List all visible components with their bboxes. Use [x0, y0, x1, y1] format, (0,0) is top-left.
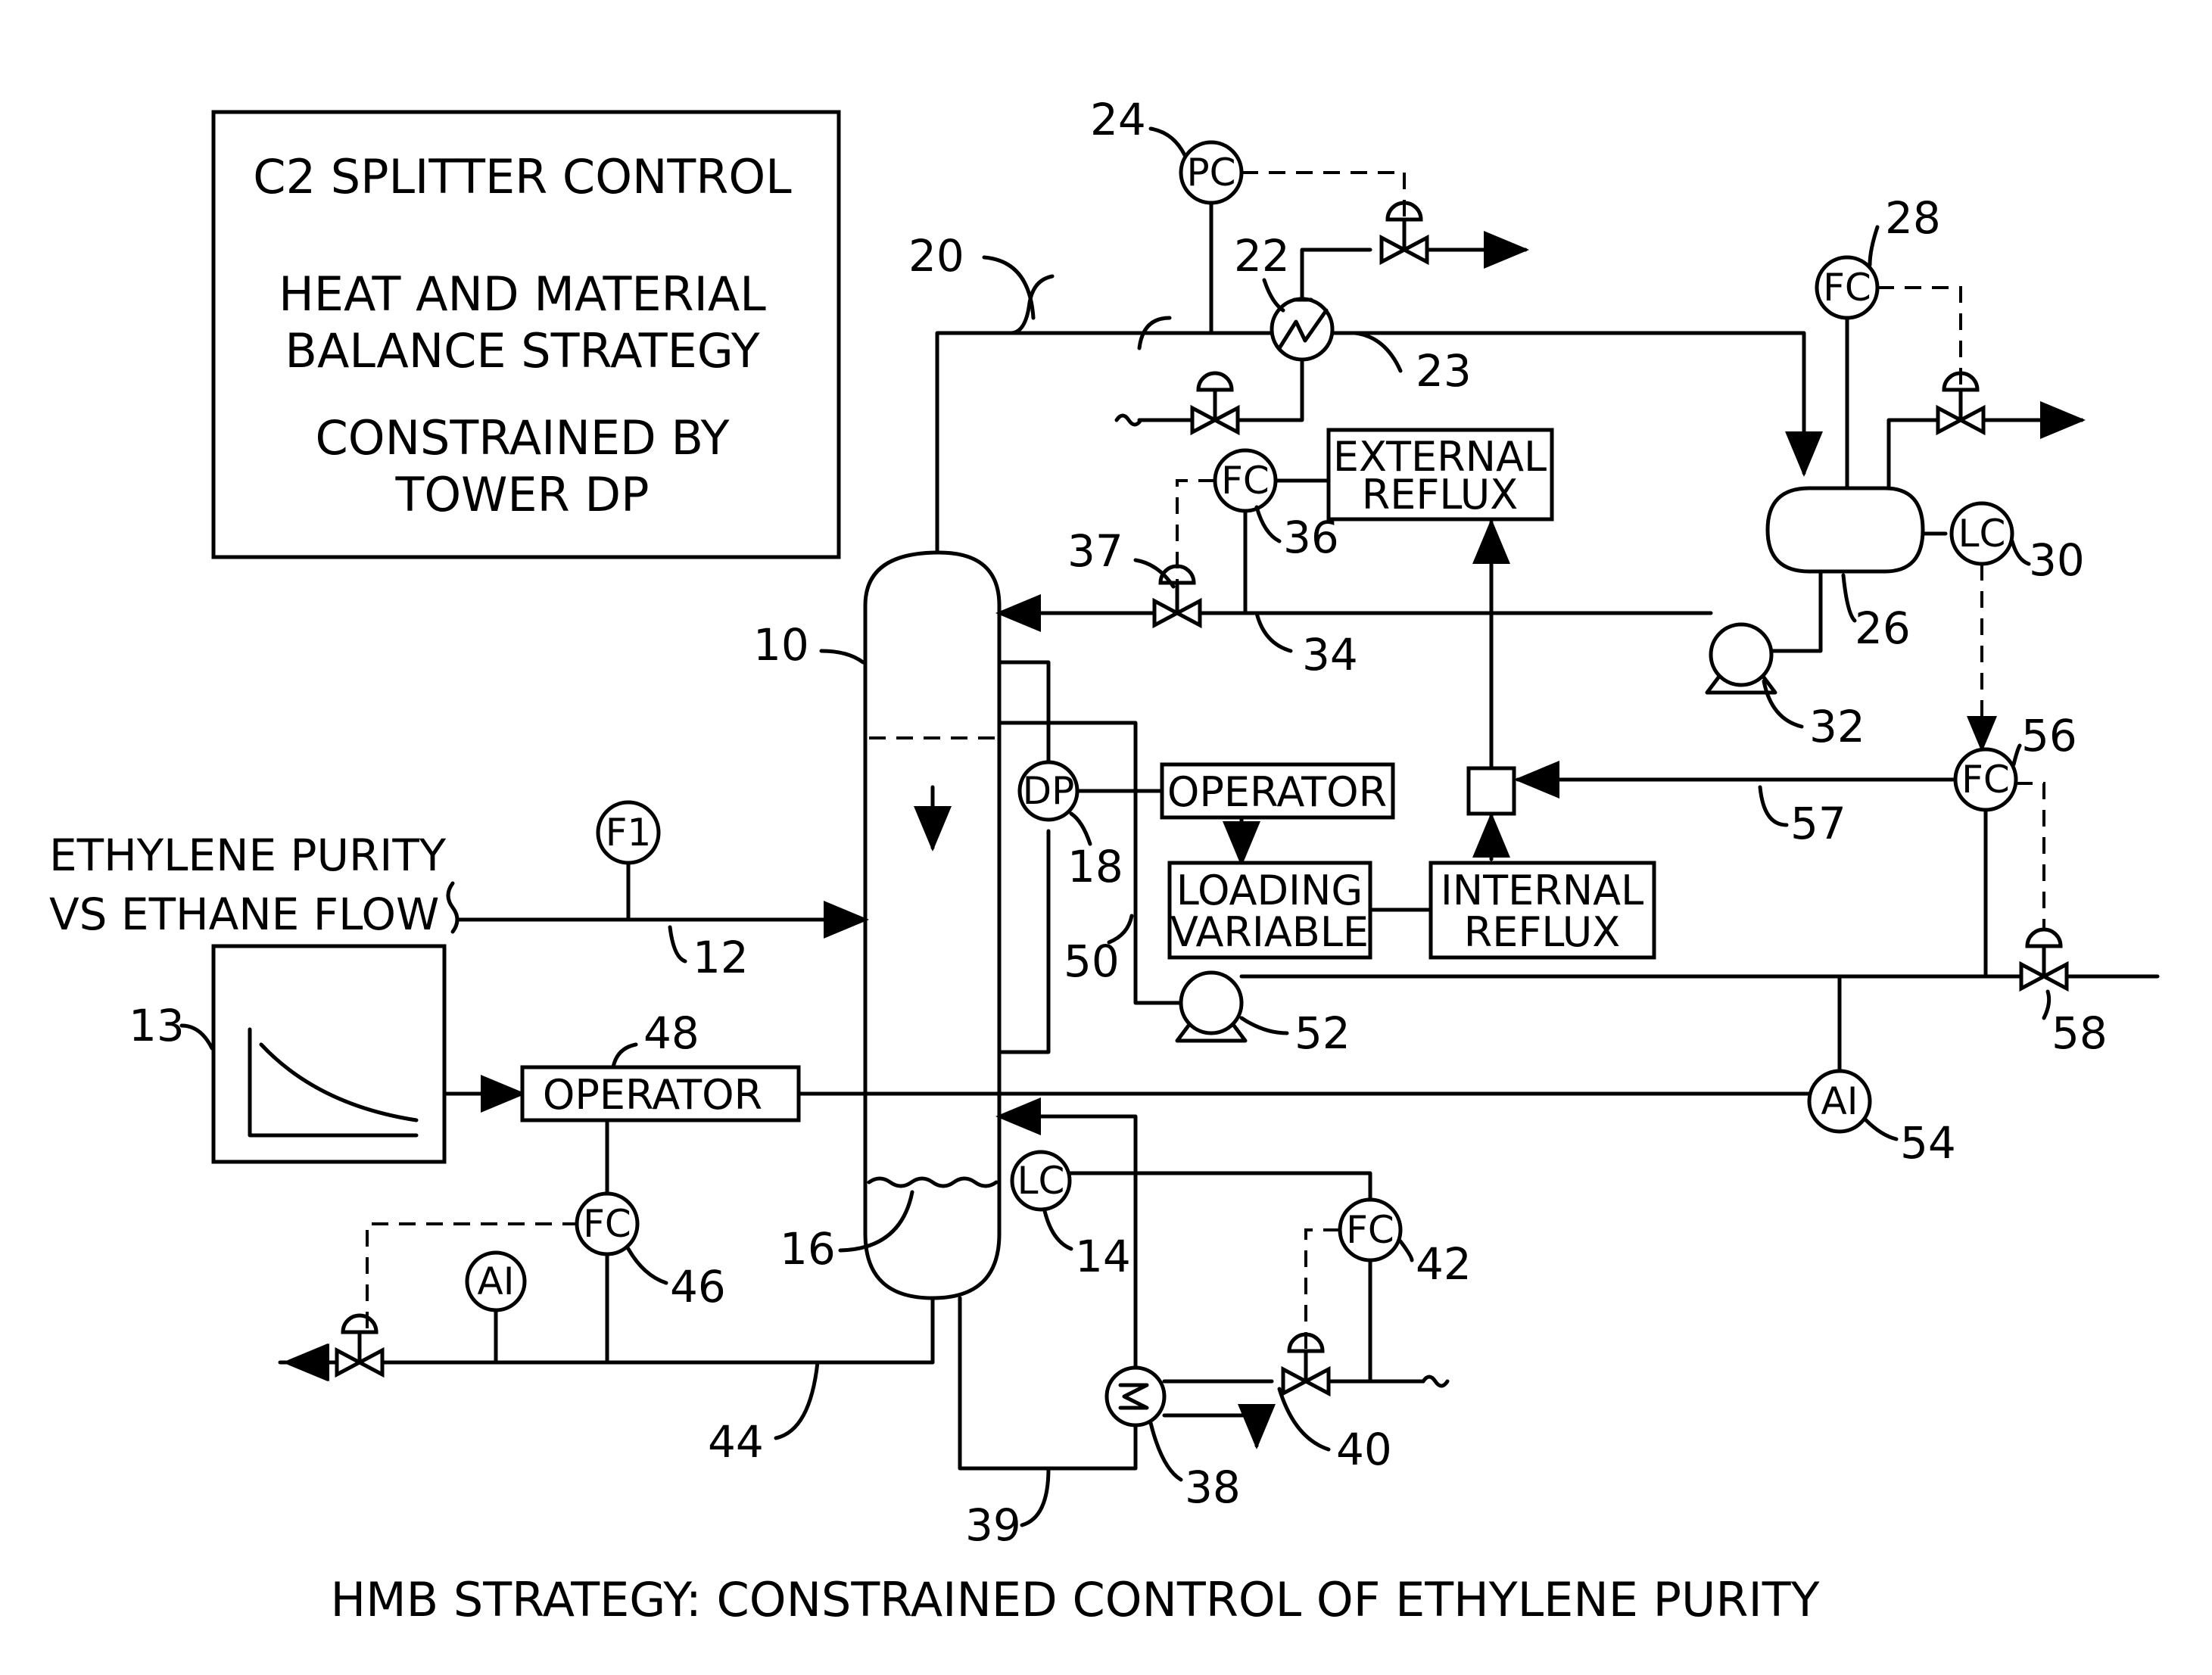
ref-48: 48 [643, 1007, 699, 1059]
ai-left-label: AI [478, 1259, 515, 1303]
pc-24: PC [1181, 142, 1242, 203]
ref-26: 26 [1855, 602, 1911, 654]
fc-56-label: FC [1961, 758, 2010, 802]
chart-label-line-1: ETHYLENE PURITY [49, 830, 447, 881]
title-line-4: CONSTRAINED BY [316, 410, 730, 465]
internal-reflux-line-1: INTERNAL [1441, 867, 1643, 914]
ref-23: 23 [1416, 345, 1472, 397]
ref-36: 36 [1283, 512, 1339, 563]
operator-block-top: OPERATOR [1162, 764, 1393, 817]
lc-14-label: LC [1017, 1159, 1065, 1203]
lc-14: LC [1012, 1152, 1070, 1210]
title-line-2: HEAT AND MATERIAL [279, 266, 766, 322]
external-reflux-block: EXTERNAL REFLUX [1329, 430, 1552, 519]
ref-16: 16 [780, 1223, 836, 1275]
product-pump [1177, 973, 1245, 1041]
ref-54: 54 [1900, 1117, 1956, 1169]
pc-24-label: PC [1186, 151, 1235, 195]
figure-caption: HMB STRATEGY: CONSTRAINED CONTROL OF ETH… [331, 1572, 1820, 1627]
dp-18-label: DP [1023, 769, 1075, 813]
fc-36: FC [1215, 450, 1276, 511]
title-line-3: BALANCE STRATEGY [285, 323, 759, 378]
chart-label-line-2: VS ETHANE FLOW [49, 889, 439, 940]
fc-36-label: FC [1221, 459, 1270, 503]
loading-variable-line-1: LOADING [1176, 867, 1363, 914]
product-valve [2021, 929, 2067, 988]
fc-46: FC [577, 1194, 637, 1254]
ref-32: 32 [1809, 701, 1865, 752]
ai-54: AI [1809, 1071, 1870, 1132]
internal-reflux-line-2: REFLUX [1464, 908, 1621, 956]
f1-flow-indicator: F1 [598, 802, 659, 863]
reflux-drum [1768, 488, 1923, 571]
title-box: C2 SPLITTER CONTROL HEAT AND MATERIAL BA… [213, 112, 839, 557]
reboiler-exchanger [1107, 1368, 1164, 1425]
ref-10: 10 [753, 619, 809, 671]
purity-chart-box [213, 946, 444, 1162]
fc-46-label: FC [583, 1202, 631, 1246]
title-line-1: C2 SPLITTER CONTROL [253, 149, 792, 204]
ref-37: 37 [1067, 525, 1123, 577]
ref-44: 44 [708, 1416, 764, 1468]
ref-56: 56 [2021, 710, 2077, 761]
ref-30: 30 [2029, 534, 2085, 586]
ref-52: 52 [1294, 1007, 1351, 1059]
fc-42-label: FC [1346, 1208, 1394, 1252]
ref-24: 24 [1090, 94, 1146, 145]
bottoms-valve [337, 1315, 382, 1375]
ref-57: 57 [1790, 798, 1846, 849]
ref-42: 42 [1416, 1238, 1472, 1290]
ref-13: 13 [129, 1000, 185, 1051]
f1-label: F1 [606, 811, 652, 855]
ref-18: 18 [1067, 841, 1123, 892]
dp-18: DP [1020, 762, 1077, 820]
loading-variable-line-2: VARIABLE [1170, 908, 1369, 956]
fc-28: FC [1817, 257, 1877, 318]
external-reflux-line-2: REFLUX [1362, 471, 1519, 518]
ref-14: 14 [1075, 1231, 1131, 1282]
fc-28-label: FC [1823, 266, 1871, 310]
operator-left-label: OPERATOR [543, 1071, 762, 1119]
coolant-valve [1192, 373, 1238, 432]
ref-12: 12 [693, 932, 749, 983]
ref-46: 46 [670, 1261, 726, 1312]
ref-22: 22 [1234, 230, 1290, 282]
ref-28: 28 [1885, 192, 1941, 244]
ref-39: 39 [965, 1499, 1021, 1551]
distillation-column [865, 553, 999, 1298]
ref-38: 38 [1185, 1462, 1241, 1513]
ref-40: 40 [1336, 1424, 1392, 1475]
ai-left: AI [467, 1253, 525, 1310]
lc-30-label: LC [1958, 512, 2006, 556]
operator-top-label: OPERATOR [1167, 768, 1387, 816]
ai-54-label: AI [1821, 1079, 1858, 1123]
fc-42: FC [1340, 1200, 1400, 1260]
loading-variable-block: LOADING VARIABLE [1170, 863, 1370, 957]
summing-junction [1469, 768, 1514, 814]
ref-20: 20 [908, 230, 964, 282]
internal-reflux-block: INTERNAL REFLUX [1431, 863, 1654, 957]
lc-30: LC [1952, 503, 2012, 564]
operator-block-left: OPERATOR [522, 1067, 799, 1120]
ref-58: 58 [2052, 1007, 2108, 1059]
fc-56: FC [1955, 749, 2016, 810]
ref-34: 34 [1302, 629, 1358, 680]
title-line-5: TOWER DP [394, 467, 649, 522]
